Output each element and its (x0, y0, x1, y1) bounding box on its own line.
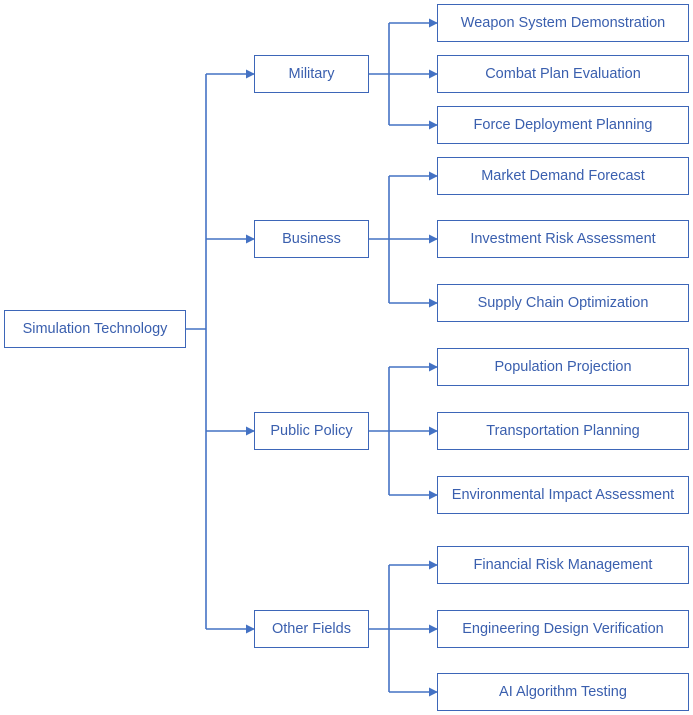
branch-node-business: Business (254, 220, 369, 258)
root-node: Simulation Technology (4, 310, 186, 348)
leaf-node: Environmental Impact Assessment (437, 476, 689, 514)
leaf-node: Investment Risk Assessment (437, 220, 689, 258)
branch-node-public-policy: Public Policy (254, 412, 369, 450)
leaf-node: Market Demand Forecast (437, 157, 689, 195)
branch-node-other-fields: Other Fields (254, 610, 369, 648)
leaf-node: Financial Risk Management (437, 546, 689, 584)
leaf-node: Population Projection (437, 348, 689, 386)
leaf-node: Supply Chain Optimization (437, 284, 689, 322)
leaf-node: Engineering Design Verification (437, 610, 689, 648)
leaf-node: Weapon System Demonstration (437, 4, 689, 42)
leaf-node: AI Algorithm Testing (437, 673, 689, 711)
leaf-node: Force Deployment Planning (437, 106, 689, 144)
branch-node-military: Military (254, 55, 369, 93)
leaf-node: Transportation Planning (437, 412, 689, 450)
leaf-node: Combat Plan Evaluation (437, 55, 689, 93)
